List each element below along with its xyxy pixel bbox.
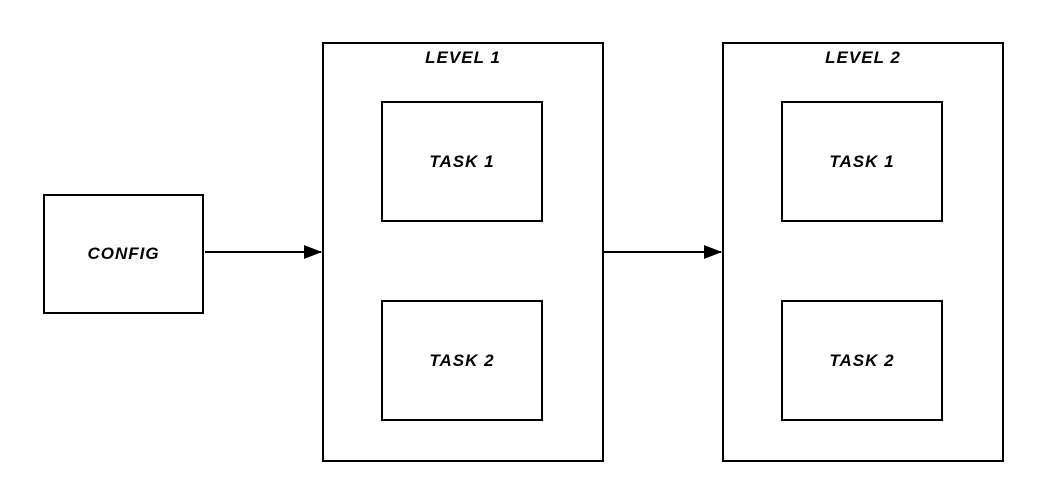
- level-2-container: LEVEL 2 TASK 1 TASK 2: [722, 42, 1004, 462]
- level-2-task-1-label: TASK 1: [829, 151, 895, 171]
- level-1-task-2-label: TASK 2: [429, 350, 495, 370]
- config-node-label: CONFIG: [87, 244, 160, 263]
- level-2-task-2-node: TASK 2: [781, 300, 943, 421]
- level-1-container: LEVEL 1 TASK 1 TASK 2: [322, 42, 604, 462]
- level-1-task-1-node: TASK 1: [381, 101, 543, 222]
- level-2-title: LEVEL 2: [825, 48, 901, 67]
- level-1-title: LEVEL 1: [425, 48, 501, 67]
- level-1-task-2-node: TASK 2: [381, 300, 543, 421]
- level-1-task-1-label: TASK 1: [429, 151, 495, 171]
- level-2-task-1-node: TASK 1: [781, 101, 943, 222]
- config-node: CONFIG: [43, 194, 204, 314]
- level-2-task-2-label: TASK 2: [829, 350, 895, 370]
